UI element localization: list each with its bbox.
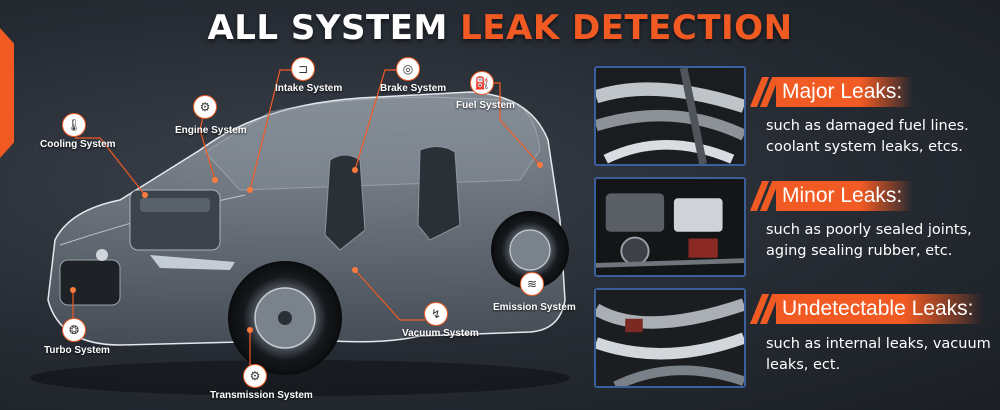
undetectable-leaks-title: Undetectable Leaks: (776, 294, 984, 324)
major-leaks-description: such as damaged fuel lines. coolant syst… (766, 116, 996, 158)
intake-system-label: Intake System (275, 83, 343, 94)
title-white-part: ALL SYSTEM (207, 8, 448, 48)
major-leaks-desc-line2: coolant system leaks, etcs. (766, 139, 963, 155)
turbo-system-label: Turbo System (44, 345, 110, 356)
rear-rim (509, 229, 551, 271)
vacuum-system-label: Vacuum System (402, 328, 479, 339)
minor-leaks-banner: Minor Leaks: (749, 181, 913, 211)
minor-leaks-desc-line2: aging sealing rubber, etc. (766, 243, 953, 259)
undetectable-leaks-description: such as internal leaks, vacuum leaks, ec… (766, 334, 996, 376)
chevron-decoration (749, 181, 780, 211)
exhaust-icon: ≋ (520, 272, 544, 296)
turbo-icon: ❂ (62, 318, 86, 342)
fuel-pump-icon: ⛽ (470, 71, 494, 95)
major-leaks-image (594, 66, 746, 166)
headlight (150, 255, 235, 270)
fuel-system-label: Fuel System (456, 100, 515, 111)
emission-system-label: Emission System (493, 302, 576, 313)
major-leaks-title: Major Leaks: (776, 77, 913, 107)
engine-icon: ⚙ (193, 95, 217, 119)
left-accent-bar (0, 28, 14, 158)
brake-disc-icon: ◎ (396, 57, 420, 81)
engine-cover (140, 198, 210, 212)
vacuum-icon: ↯ (424, 302, 448, 326)
undetectable-leaks-image (594, 288, 746, 388)
thermometer-icon: 🌡 (62, 113, 86, 137)
page-title: ALL SYSTEM LEAK DETECTION (0, 4, 1000, 52)
brake-system-label: Brake System (380, 83, 447, 94)
front-hub (278, 311, 292, 325)
chevron-decoration (749, 294, 780, 324)
undetectable-leaks-desc-line1: such as internal leaks, vacuum (766, 336, 991, 352)
callout-dots (70, 162, 543, 333)
transmission-system-label: Transmission System (210, 390, 313, 401)
cooling-system-label: Cooling System (40, 139, 116, 150)
chevron-decoration (749, 77, 780, 107)
major-leaks-banner: Major Leaks: (749, 77, 913, 107)
car-shadow (30, 360, 570, 396)
gear-icon: ⚙ (243, 364, 267, 388)
intake-pipe-icon: ⊐ (291, 57, 315, 81)
front-grill (59, 259, 121, 306)
major-leaks-desc-line1: such as damaged fuel lines. (766, 118, 969, 134)
rear-seat (417, 146, 461, 241)
undetectable-leaks-banner: Undetectable Leaks: (749, 294, 984, 324)
minor-leaks-title: Minor Leaks: (776, 181, 913, 211)
brand-badge (96, 249, 108, 261)
engine-system-label: Engine System (175, 125, 247, 136)
title-orange-part: LEAK DETECTION (460, 8, 793, 48)
undetectable-leaks-desc-line2: leaks, ect. (766, 357, 841, 373)
front-seat (324, 154, 366, 251)
minor-leaks-desc-line1: such as poorly sealed joints, (766, 222, 972, 238)
minor-leaks-description: such as poorly sealed joints, aging seal… (766, 220, 996, 262)
minor-leaks-image (594, 177, 746, 277)
